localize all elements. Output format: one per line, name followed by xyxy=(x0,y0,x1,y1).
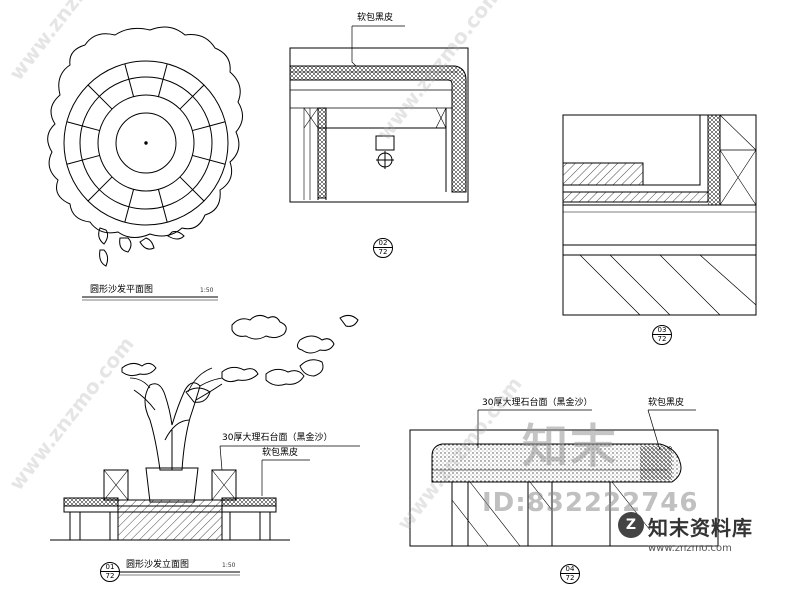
section-02-detail xyxy=(289,25,469,203)
plan-title: 圆形沙发平面图 xyxy=(90,285,154,295)
elevation-scale: 1:50 xyxy=(222,562,236,569)
segment-divider xyxy=(179,84,205,110)
segment-divider xyxy=(66,121,100,132)
label-soft-pack-top: 软包黑皮 xyxy=(357,13,394,23)
watermark-brand: 知末 xyxy=(522,419,618,473)
segment-divider xyxy=(192,121,226,132)
leader-soft-pack-right xyxy=(647,409,661,451)
soft-pack-seat-right xyxy=(221,497,277,507)
logo-name: 知末资料库 xyxy=(648,516,753,540)
section-tag-04-num: 04 xyxy=(561,565,579,574)
section-02-frame xyxy=(289,47,469,203)
center-ring xyxy=(115,112,177,174)
seat-ring xyxy=(79,76,213,210)
segment-divider xyxy=(157,189,168,223)
segment-divider xyxy=(87,176,113,202)
planter-pot xyxy=(145,467,199,503)
round-sofa-elevation xyxy=(50,314,360,541)
planter-outline xyxy=(47,26,243,238)
round-sofa-plan xyxy=(47,26,243,267)
section-tag-02: 02 72 xyxy=(373,238,393,258)
elevation-title: 圆形沙发立面图 xyxy=(126,560,190,570)
planter-fragment-4 xyxy=(99,249,109,267)
plan-scale: 1:50 xyxy=(200,287,214,294)
section-tag-02-num: 02 xyxy=(374,239,392,248)
soft-pack-seat-left xyxy=(63,497,119,507)
label-marble-right: 30厚大理石台面（黑金沙） xyxy=(482,398,593,408)
section-04-frame xyxy=(409,429,719,547)
planter-fragment-2 xyxy=(119,237,132,253)
section-tag-03: 03 72 xyxy=(652,325,672,345)
segment-divider xyxy=(87,84,113,110)
section-tag-03-sheet: 72 xyxy=(657,335,667,343)
section-tag-02-sheet: 72 xyxy=(378,248,388,256)
marble-top xyxy=(431,443,682,483)
segment-divider xyxy=(179,176,205,202)
segment-divider xyxy=(66,154,100,165)
segment-divider xyxy=(124,63,135,97)
segment-divider xyxy=(124,189,135,223)
section-tag-04: 04 72 xyxy=(560,564,580,584)
section-03-frame xyxy=(562,114,757,316)
sofa-segments xyxy=(66,63,226,223)
section-03-detail xyxy=(562,114,757,316)
section-tag-01-sheet: 72 xyxy=(105,572,115,580)
label-marble-left: 30厚大理石台面（黑金沙） xyxy=(222,433,333,443)
leader-soft-pack-top xyxy=(351,26,357,67)
planter-fragment-3 xyxy=(139,237,155,250)
label-soft-pack-left: 软包黑皮 xyxy=(262,448,299,458)
outer-ring xyxy=(63,60,229,226)
section-tag-03-num: 03 xyxy=(653,326,671,335)
section-04-detail xyxy=(409,409,719,547)
tree-foliage xyxy=(121,314,359,403)
logo-url: www.znzmo.com xyxy=(648,543,732,554)
planter-fragment-1 xyxy=(98,227,109,245)
marble-base xyxy=(117,499,223,541)
soft-pack-top-layer xyxy=(289,65,467,193)
watermark-id: ID:832222746 xyxy=(482,488,699,518)
segment-divider xyxy=(157,63,168,97)
leader-marble-left xyxy=(219,445,223,471)
section-tag-04-sheet: 72 xyxy=(565,574,575,582)
inner-ring xyxy=(97,94,195,192)
tree-trunk xyxy=(133,382,223,471)
light-fixture xyxy=(375,135,395,151)
planter-fragment-5 xyxy=(167,231,185,240)
label-soft-pack-right: 软包黑皮 xyxy=(648,398,685,408)
segment-divider xyxy=(192,154,226,165)
watermark-logo: Z 知末资料库 www.znzmo.com xyxy=(618,512,796,554)
section-tag-01: 01 72 xyxy=(100,562,120,582)
section-tag-01-num: 01 xyxy=(101,563,119,572)
center-point xyxy=(144,141,148,145)
logo-mark-icon: Z xyxy=(618,512,644,538)
